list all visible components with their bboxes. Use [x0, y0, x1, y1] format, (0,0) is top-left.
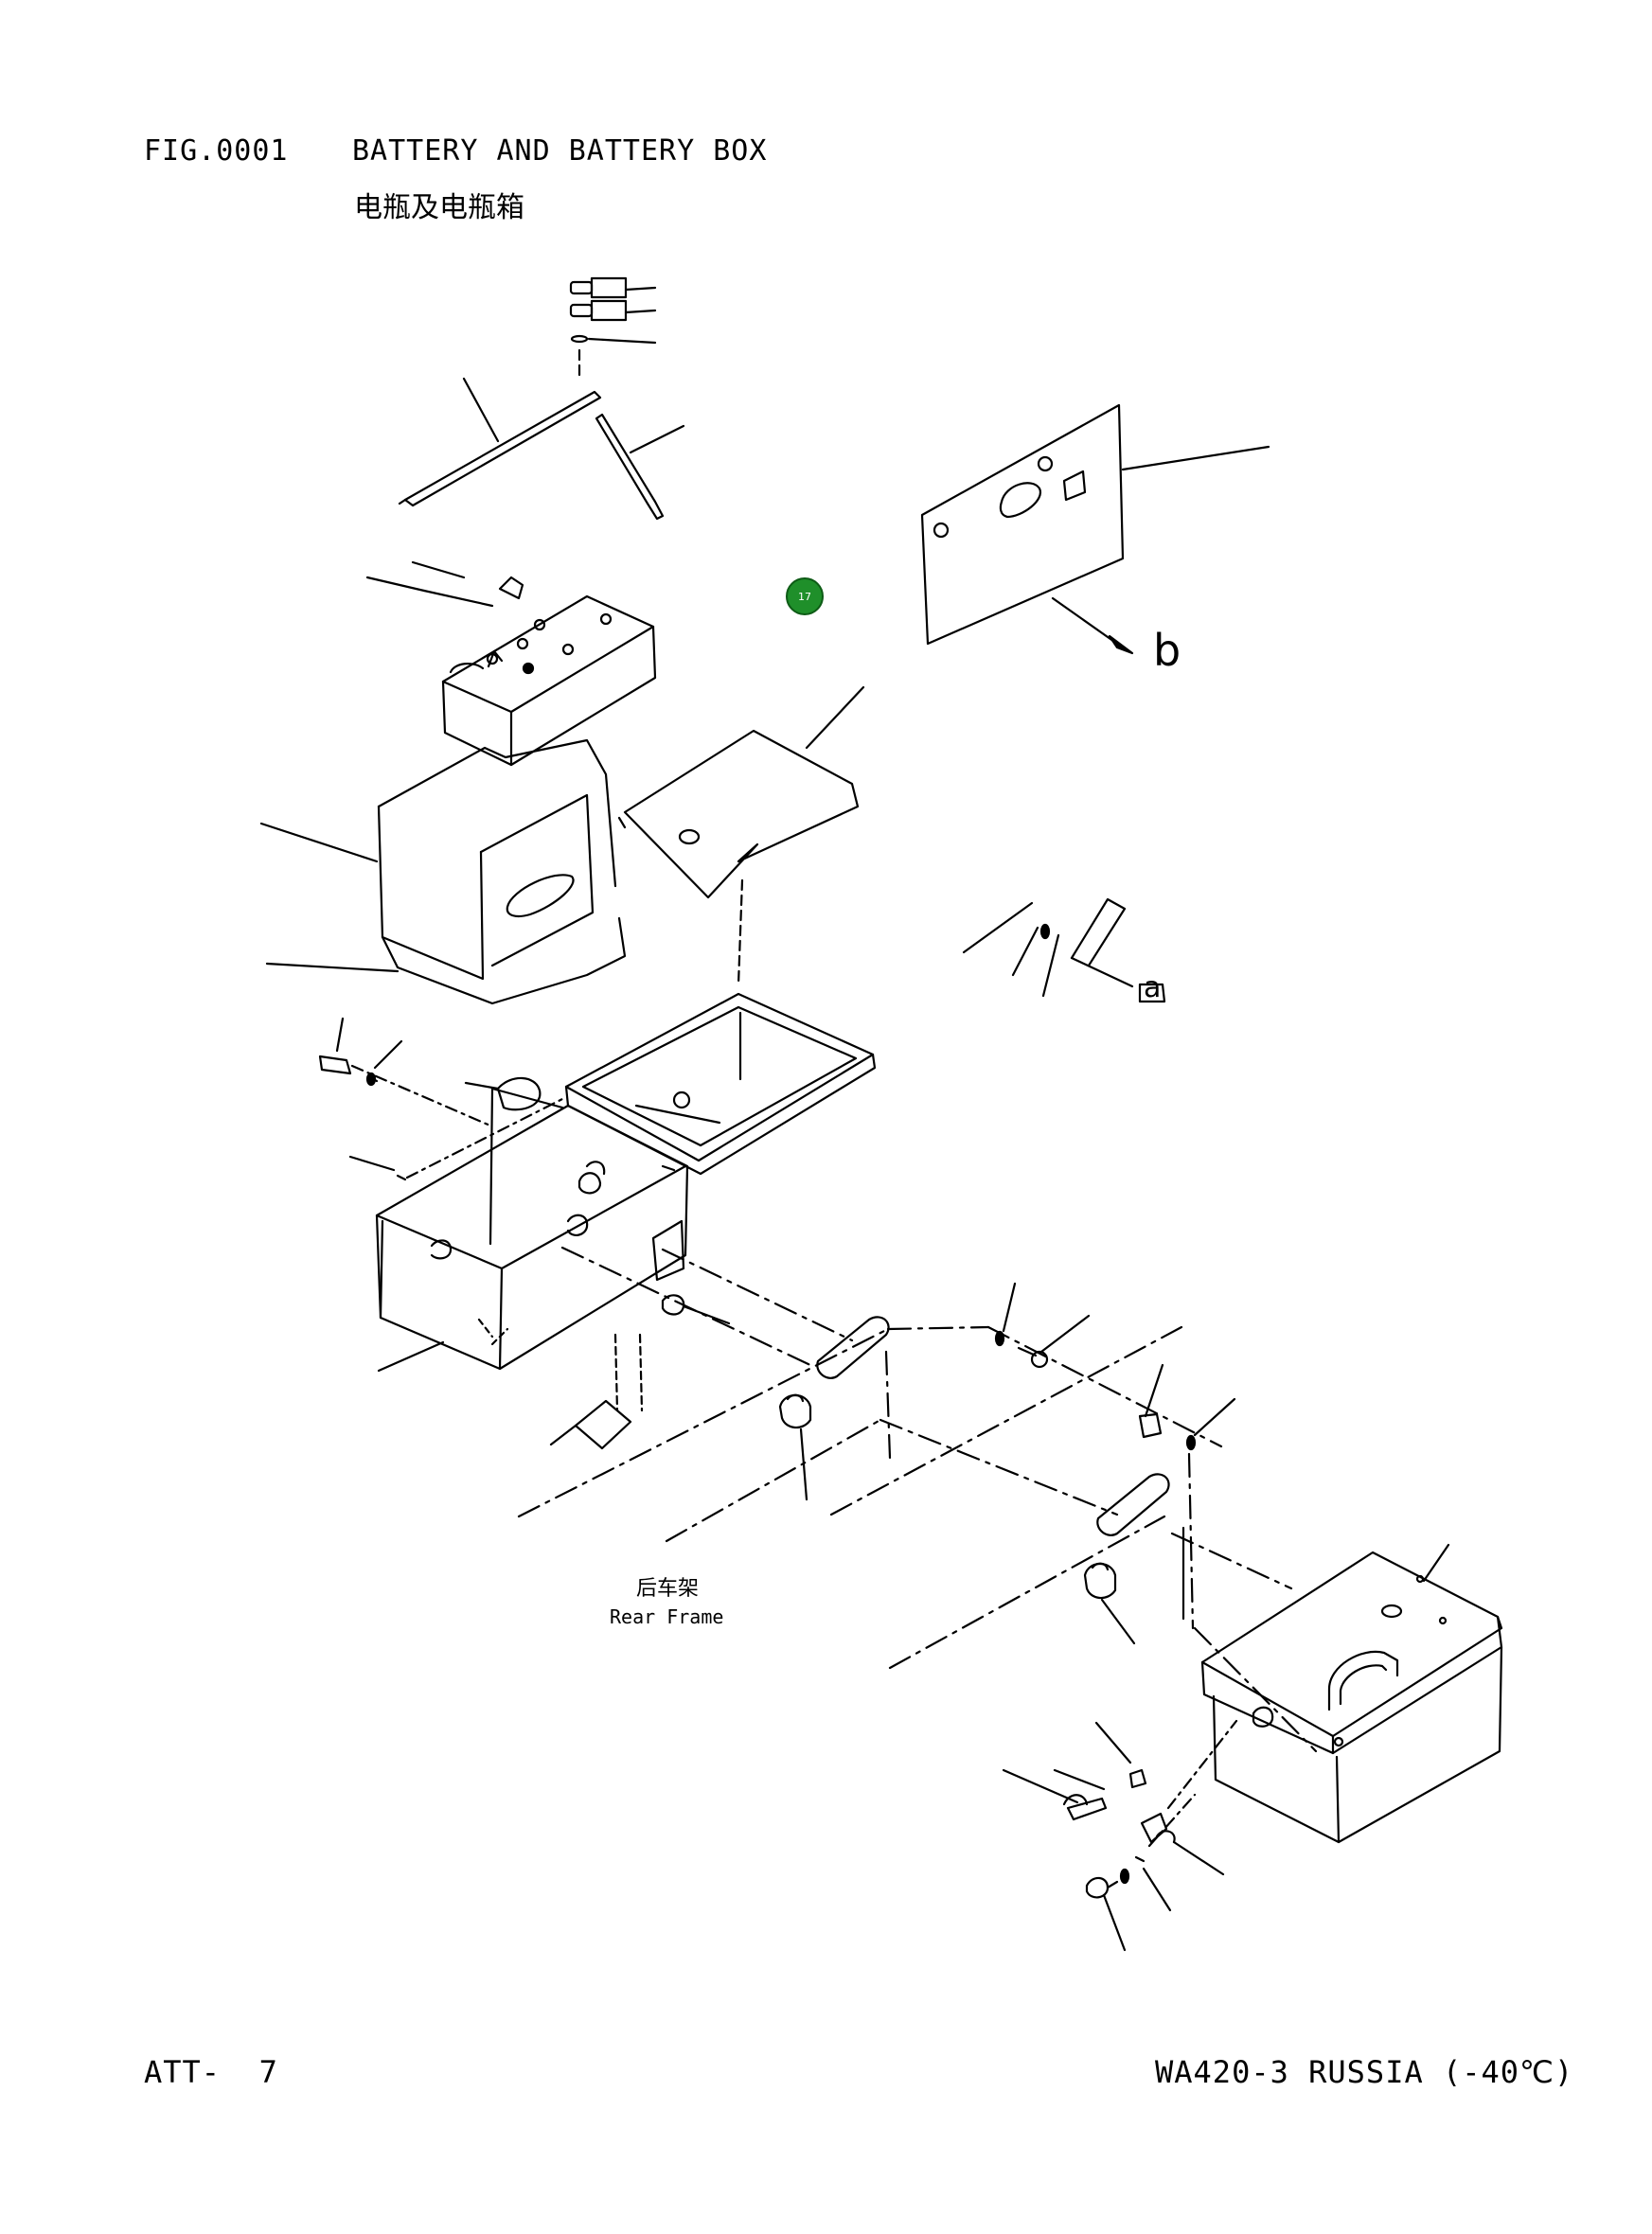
hook-bolt [595, 413, 685, 521]
battery [365, 560, 657, 767]
frame-bracket-left [778, 1316, 890, 1501]
figure-title-chinese: 电瓶及电瓶箱 [354, 191, 524, 224]
battery-mat [617, 685, 865, 986]
battery-tray [564, 992, 877, 1176]
frame-bracket-right [1083, 1473, 1185, 1645]
battery-box-right [1200, 1543, 1503, 1844]
rear-frame-label-chinese: 后车架 [636, 1577, 700, 1601]
frame-bolts [994, 1282, 1236, 1451]
figure-title: BATTERY AND BATTERY BOX [352, 134, 768, 168]
rubber-stopper [464, 1076, 542, 1111]
clamp-bolt-assembly [962, 897, 1166, 1003]
battery-insulator [259, 738, 627, 1005]
battery-hold-rod [398, 377, 602, 507]
callout-letter-b: b [1153, 625, 1181, 676]
left-small-bolts [318, 1017, 566, 1181]
model-designation: WA420-3 RUSSIA (-40℃) [1155, 2054, 1574, 2090]
lower-right-hardware [1002, 1719, 1238, 1952]
figure-number: FIG.0001 [144, 134, 289, 168]
callout-letter-a: a [1144, 971, 1162, 1004]
rear-frame-label: Rear Frame [610, 1605, 724, 1628]
mid-hardware [549, 1164, 731, 1450]
position-marker[interactable]: 17 [786, 577, 824, 615]
top-hardware-stack [569, 276, 657, 381]
rear-frame-lines [517, 1246, 1318, 1753]
page-number: ATT- 7 [144, 2054, 278, 2090]
cover-plate [920, 403, 1270, 655]
battery-box-left [375, 1087, 689, 1373]
